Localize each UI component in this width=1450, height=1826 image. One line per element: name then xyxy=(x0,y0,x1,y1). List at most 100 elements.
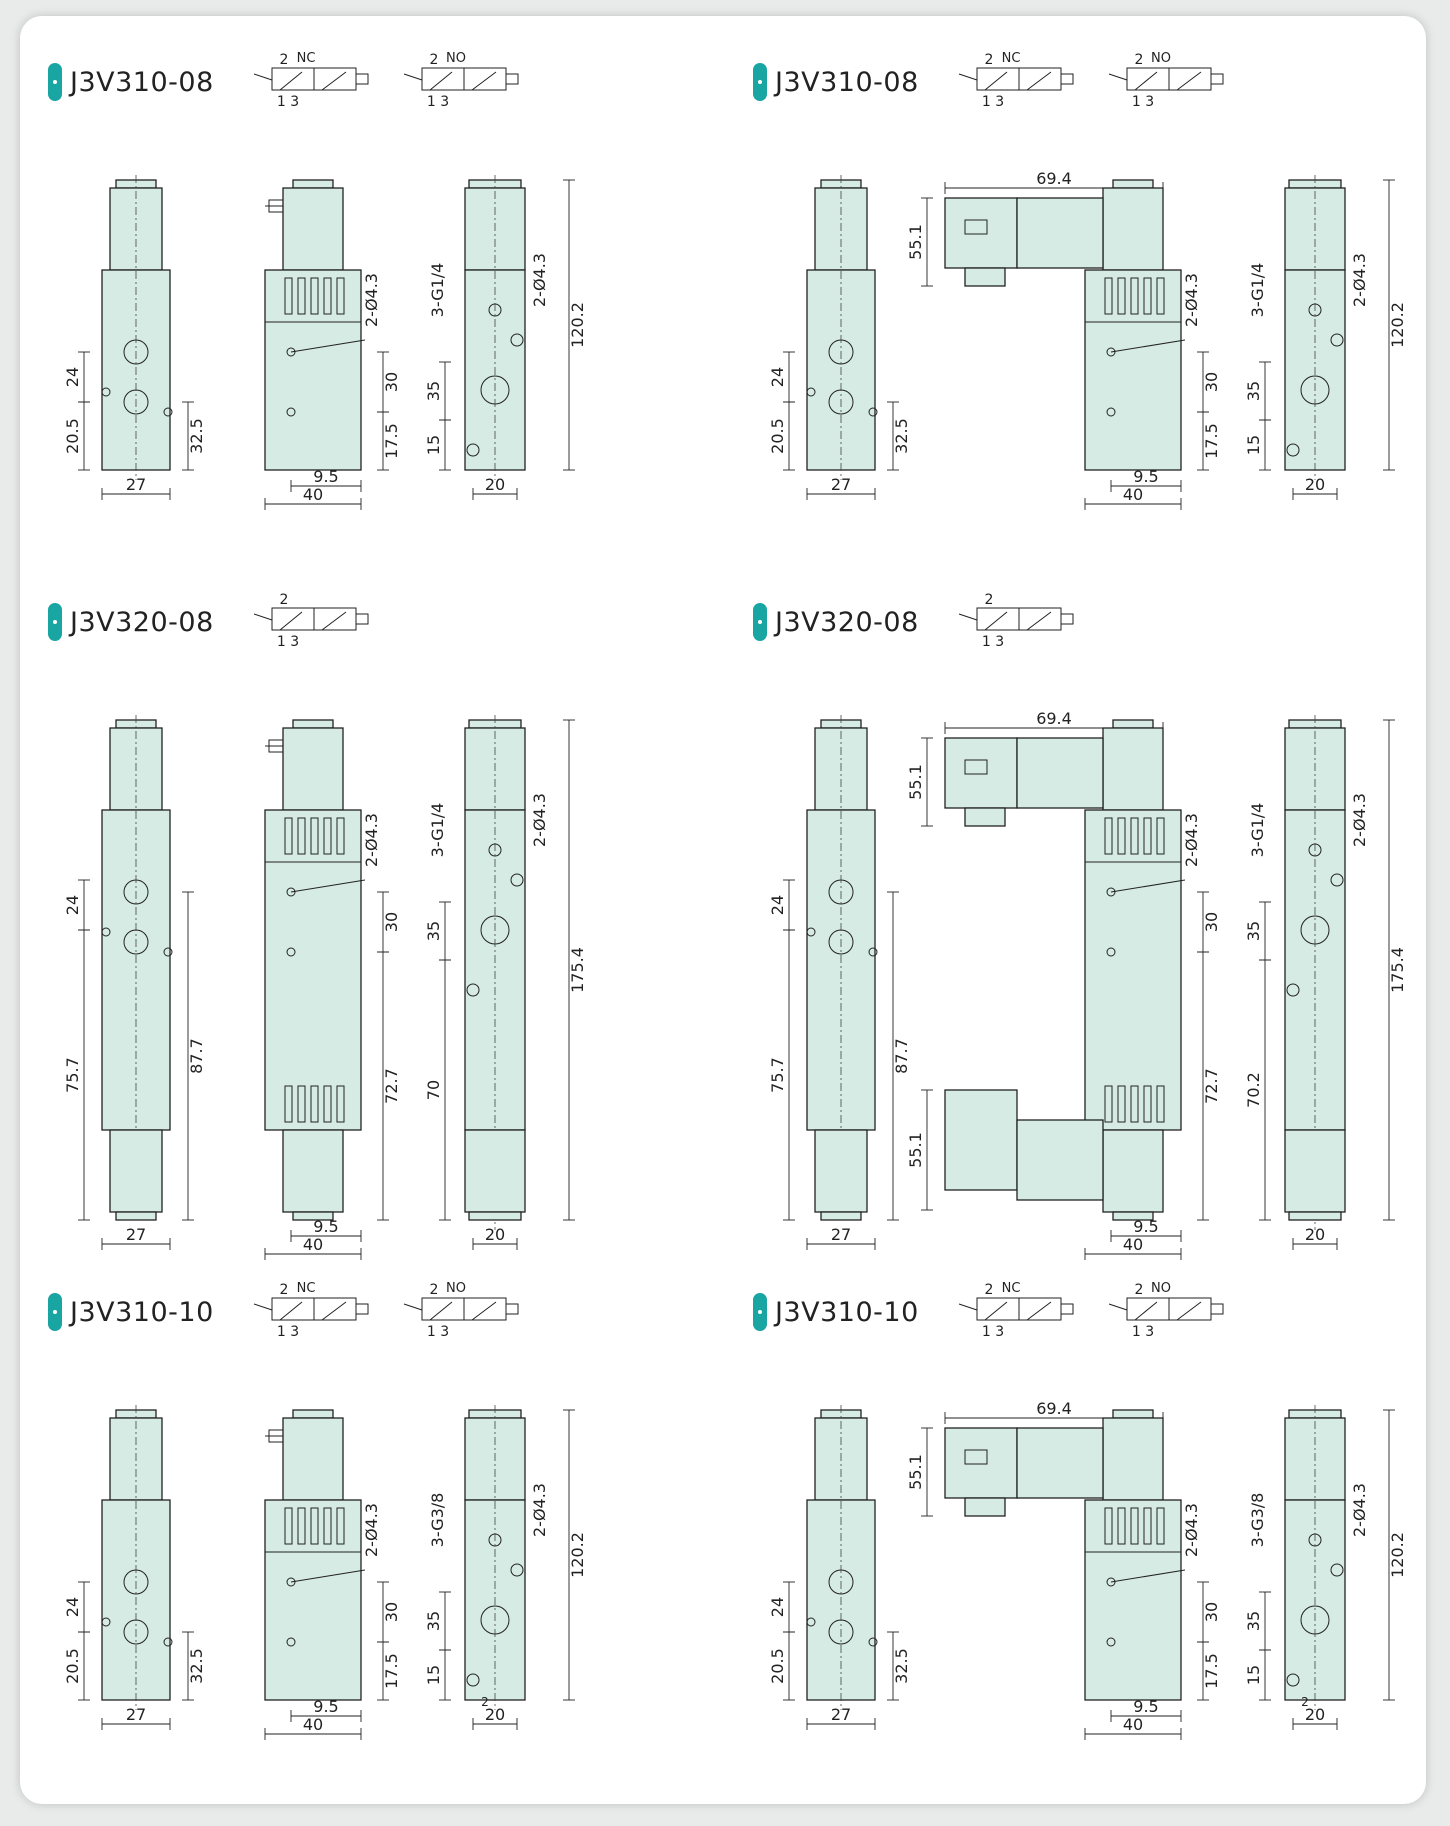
port-hole xyxy=(1106,887,1116,897)
dim-35: 35 xyxy=(1244,1611,1263,1631)
dim-17-5: 17.5 xyxy=(1202,423,1221,459)
hole-spec-label: 2-Ø4.3 xyxy=(1182,1503,1201,1557)
end-cap-lower xyxy=(1288,1211,1342,1221)
valve-symbol: 21 3 xyxy=(253,592,369,650)
symbol-ports-1-3: 1 3 xyxy=(982,94,1004,110)
valve-symbol: 21 3NO xyxy=(403,51,519,110)
dim-40: 40 xyxy=(303,485,323,504)
model-header: J3V310-08 xyxy=(753,62,919,102)
valve-body xyxy=(264,1499,362,1701)
port-hole xyxy=(286,947,296,957)
port-hole xyxy=(163,1637,173,1647)
dim-15: 15 xyxy=(1244,1665,1263,1685)
symbol-port-2: 2 xyxy=(280,1282,289,1298)
port-hole xyxy=(1106,347,1116,357)
dim-24: 24 xyxy=(768,895,787,915)
symbol-ports-1-3: 1 3 xyxy=(1132,94,1154,110)
coil-lower xyxy=(1102,1129,1164,1213)
valve-body xyxy=(264,809,362,1131)
model-name: J3V310-10 xyxy=(775,1296,919,1328)
symbol-port-2: 2 xyxy=(985,52,994,68)
connector-housing-lower xyxy=(1016,1119,1104,1201)
port-hole xyxy=(1330,873,1344,887)
coil xyxy=(282,1417,344,1501)
dim-30: 30 xyxy=(382,912,401,932)
coil-cap-lower xyxy=(115,1211,157,1221)
dim-75-7: 75.7 xyxy=(63,1057,82,1093)
symbol-ports-1-3: 1 3 xyxy=(277,94,299,110)
connector-housing xyxy=(1016,197,1104,269)
port-hole xyxy=(101,927,111,937)
dim-40: 40 xyxy=(1123,1235,1143,1254)
dim-32-5: 32.5 xyxy=(892,418,911,454)
hole-spec-label: 2-Ø4.3 xyxy=(362,813,381,867)
valve-body xyxy=(264,269,362,471)
coil-cap xyxy=(1112,719,1154,729)
coil-cap xyxy=(292,179,334,189)
hole-spec-label: 2-Ø4.3 xyxy=(1350,1483,1369,1537)
port-hole xyxy=(466,443,480,457)
dim-30: 30 xyxy=(1202,912,1221,932)
dim-70: 70 xyxy=(424,1080,443,1100)
dim-width-27: 27 xyxy=(126,475,146,494)
dim-width-27: 27 xyxy=(831,1705,851,1724)
port-spec-label: 3-G1/4 xyxy=(428,263,447,318)
dim-32-5: 32.5 xyxy=(187,418,206,454)
valve-symbol: 21 3 xyxy=(958,592,1074,650)
port-spec-label: 3-G1/4 xyxy=(1248,803,1267,858)
end-cap-lower xyxy=(468,1211,522,1221)
hole-spec-label: 2-Ø4.3 xyxy=(530,793,549,847)
dim-width-27: 27 xyxy=(126,1225,146,1244)
dim-20-5: 20.5 xyxy=(63,1648,82,1684)
model-header: J3V320-08 xyxy=(48,602,214,642)
dim-9-5: 9.5 xyxy=(1133,467,1158,486)
port-hole xyxy=(286,347,296,357)
dim-20: 20 xyxy=(485,475,505,494)
port-hole xyxy=(510,873,524,887)
port-hole xyxy=(806,1617,816,1627)
dim-75-7: 75.7 xyxy=(768,1057,787,1093)
bullet-icon xyxy=(753,1293,767,1331)
symbol-ports-1-3: 1 3 xyxy=(982,1324,1004,1340)
port-spec-label: 3-G3/8 xyxy=(428,1493,447,1548)
symbol-port-2: 2 xyxy=(430,1282,439,1298)
dim-20: 20 xyxy=(485,1225,505,1244)
dim-35: 35 xyxy=(1244,381,1263,401)
dim-20: 20 xyxy=(1305,475,1325,494)
valve-symbol: 21 3NC xyxy=(253,1281,369,1340)
coil-cap-lower xyxy=(1112,1211,1154,1221)
coil xyxy=(282,187,344,271)
port-hole xyxy=(510,1563,524,1577)
symbol-port-2: 2 xyxy=(1135,52,1144,68)
connector-housing xyxy=(1016,737,1104,809)
dim-55-1: 55.1 xyxy=(906,224,925,260)
dim-72-7: 72.7 xyxy=(1202,1068,1221,1104)
dim-87-7: 87.7 xyxy=(187,1038,206,1074)
symbol-type: NC xyxy=(1002,1281,1021,1296)
model-name: J3V310-08 xyxy=(70,66,214,98)
hole-spec-label: 2-Ø4.3 xyxy=(1182,813,1201,867)
bullet-icon xyxy=(753,603,767,641)
symbol-port-2: 2 xyxy=(280,592,289,608)
coil-lower xyxy=(814,1129,868,1213)
port-hole xyxy=(1106,1577,1116,1587)
port-hole xyxy=(101,387,111,397)
dim-24: 24 xyxy=(768,1597,787,1617)
symbol-ports-1-3: 1 3 xyxy=(427,94,449,110)
dim-32-5: 32.5 xyxy=(187,1648,206,1684)
symbol-ports-1-3: 1 3 xyxy=(427,1324,449,1340)
dim-24: 24 xyxy=(63,367,82,387)
connector xyxy=(944,737,1018,809)
drawing-sheet xyxy=(20,16,1426,1804)
coil-cap xyxy=(292,719,334,729)
dim-69-4: 69.4 xyxy=(1036,709,1072,728)
coil-lower xyxy=(282,1129,344,1213)
symbol-port-2: 2 xyxy=(985,1282,994,1298)
dim-15: 15 xyxy=(1244,435,1263,455)
dim-55-1-lower: 55.1 xyxy=(906,1132,925,1168)
dim-40: 40 xyxy=(1123,1715,1143,1734)
port-hole xyxy=(1286,1673,1300,1687)
